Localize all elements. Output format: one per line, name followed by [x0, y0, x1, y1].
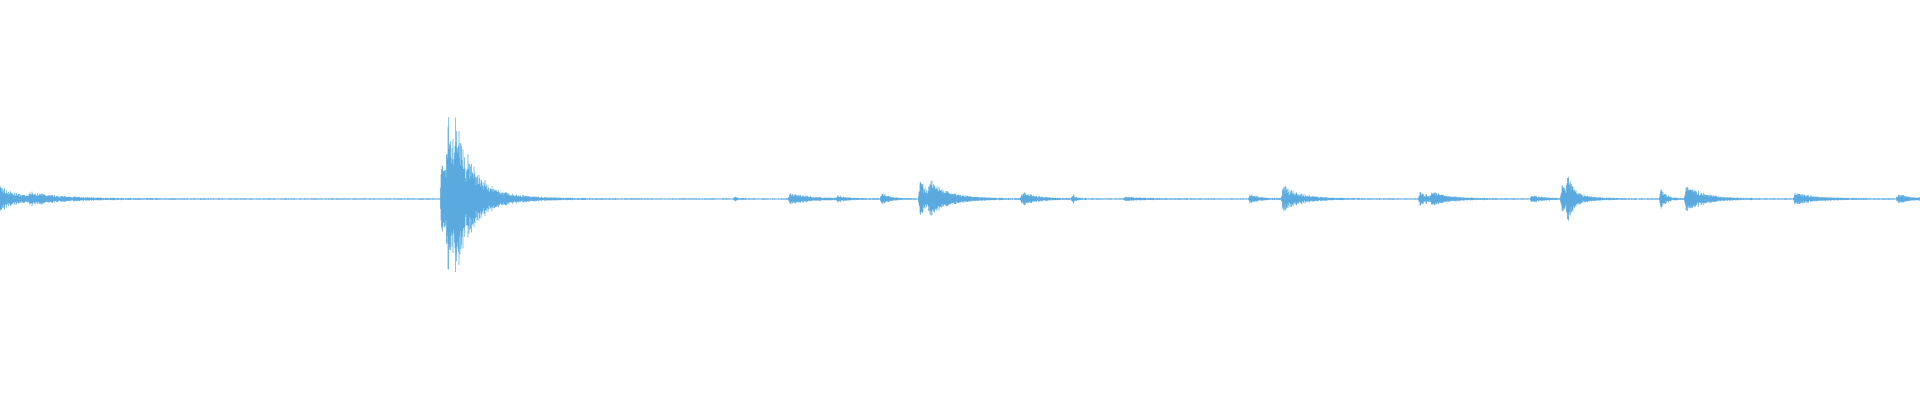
waveform-signal: [0, 117, 1920, 272]
